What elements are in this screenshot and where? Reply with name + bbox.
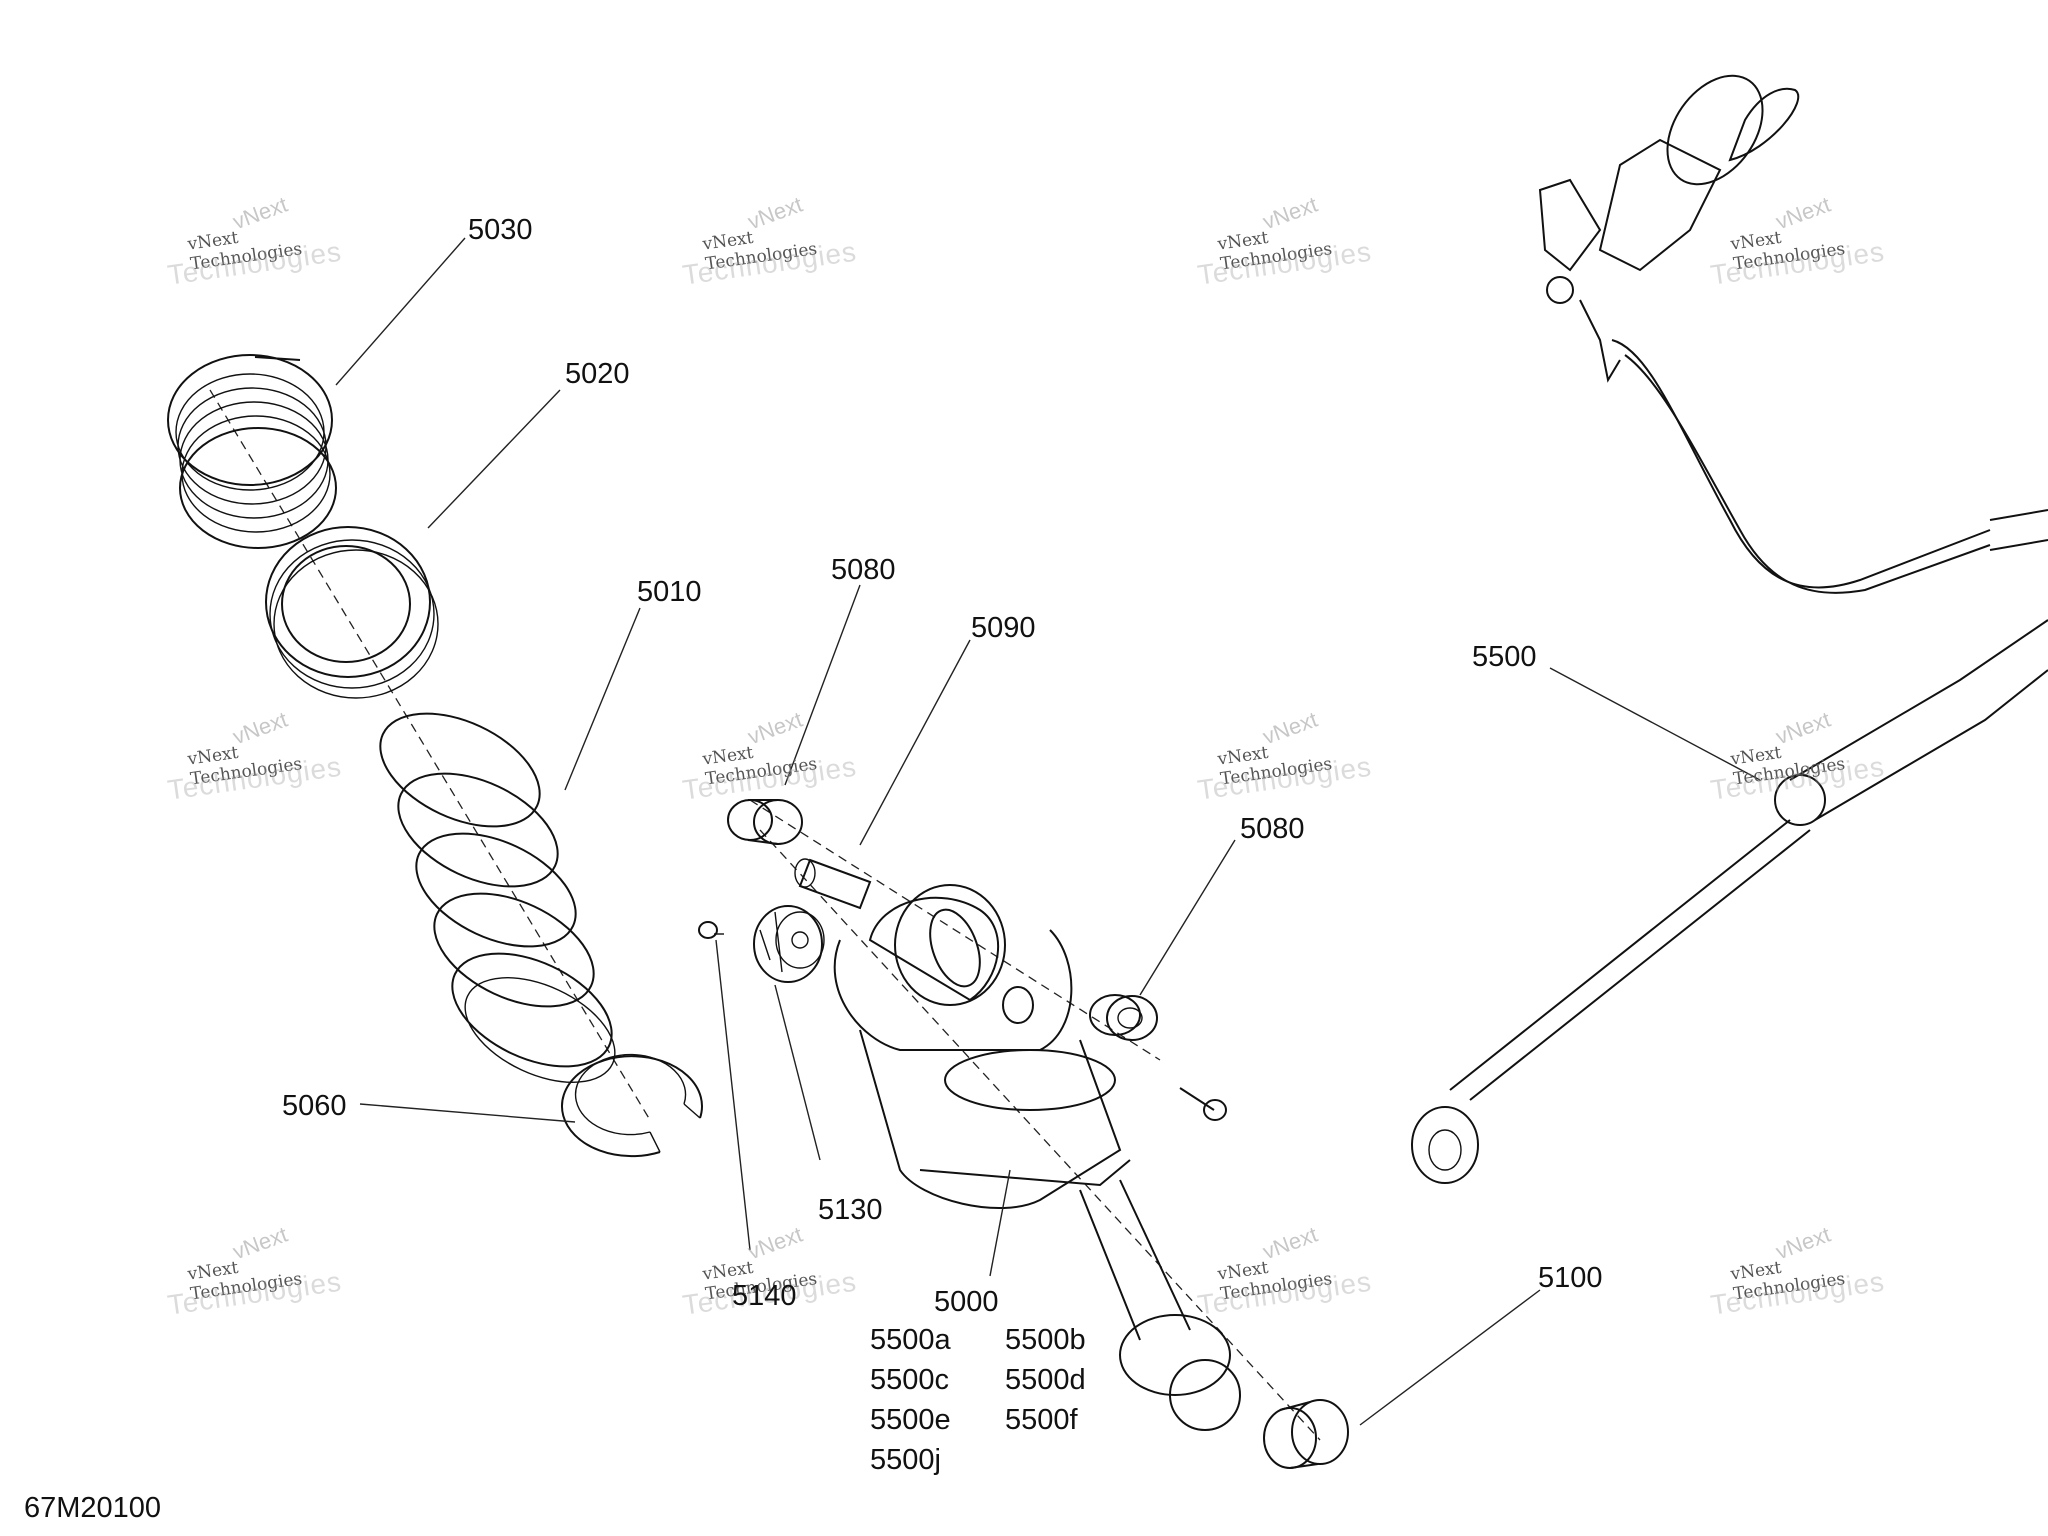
callout-5500c: 5500c xyxy=(870,1364,950,1396)
callout-5500j: 5500j xyxy=(870,1444,941,1476)
retainer-clip-5060 xyxy=(560,1053,703,1158)
callout-5090: 5090 xyxy=(971,612,1036,644)
leader-lines xyxy=(335,237,1761,1426)
reservoir-shock-5500 xyxy=(1411,74,2048,1184)
callout-5060: 5060 xyxy=(282,1090,347,1122)
callout-5130: 5130 xyxy=(818,1194,883,1226)
adjuster-knob-5130 xyxy=(753,905,825,983)
callout-5500f: 5500f xyxy=(1005,1404,1078,1436)
callout-5010: 5010 xyxy=(637,576,702,608)
callout-5000: 5000 xyxy=(934,1286,999,1318)
callout-5500b: 5500b xyxy=(1005,1324,1086,1356)
bushing-5100 xyxy=(1263,1399,1349,1469)
coil-spring-5010 xyxy=(379,712,616,1083)
callout-5500d: 5500d xyxy=(1005,1364,1086,1396)
bolt xyxy=(1179,1087,1227,1121)
callout-5500a: 5500a xyxy=(870,1324,951,1356)
shock-absorber-5000 xyxy=(833,884,1241,1431)
callout-5020: 5020 xyxy=(565,358,630,390)
callout-5080-right: 5080 xyxy=(1240,813,1305,845)
bolt-axis-line xyxy=(749,799,1161,1061)
callout-5140: 5140 xyxy=(732,1280,797,1312)
spacer-sleeve-5090 xyxy=(794,858,872,910)
spring-collar-5030 xyxy=(167,354,337,549)
callout-5500e: 5500e xyxy=(870,1404,951,1436)
spring-axis-line xyxy=(209,389,651,1121)
callout-5030: 5030 xyxy=(468,214,533,246)
bushing-5080-right xyxy=(1089,994,1158,1041)
shock-axis-line xyxy=(759,829,1321,1441)
callout-5100: 5100 xyxy=(1538,1262,1603,1294)
spring-seat-5020 xyxy=(265,526,439,699)
bushing-5080-upper xyxy=(727,799,803,845)
callout-5080-upper: 5080 xyxy=(831,554,896,586)
screw-5140 xyxy=(698,921,724,939)
callout-5500: 5500 xyxy=(1472,641,1537,673)
diagram-id: 67M20100 xyxy=(24,1492,162,1524)
